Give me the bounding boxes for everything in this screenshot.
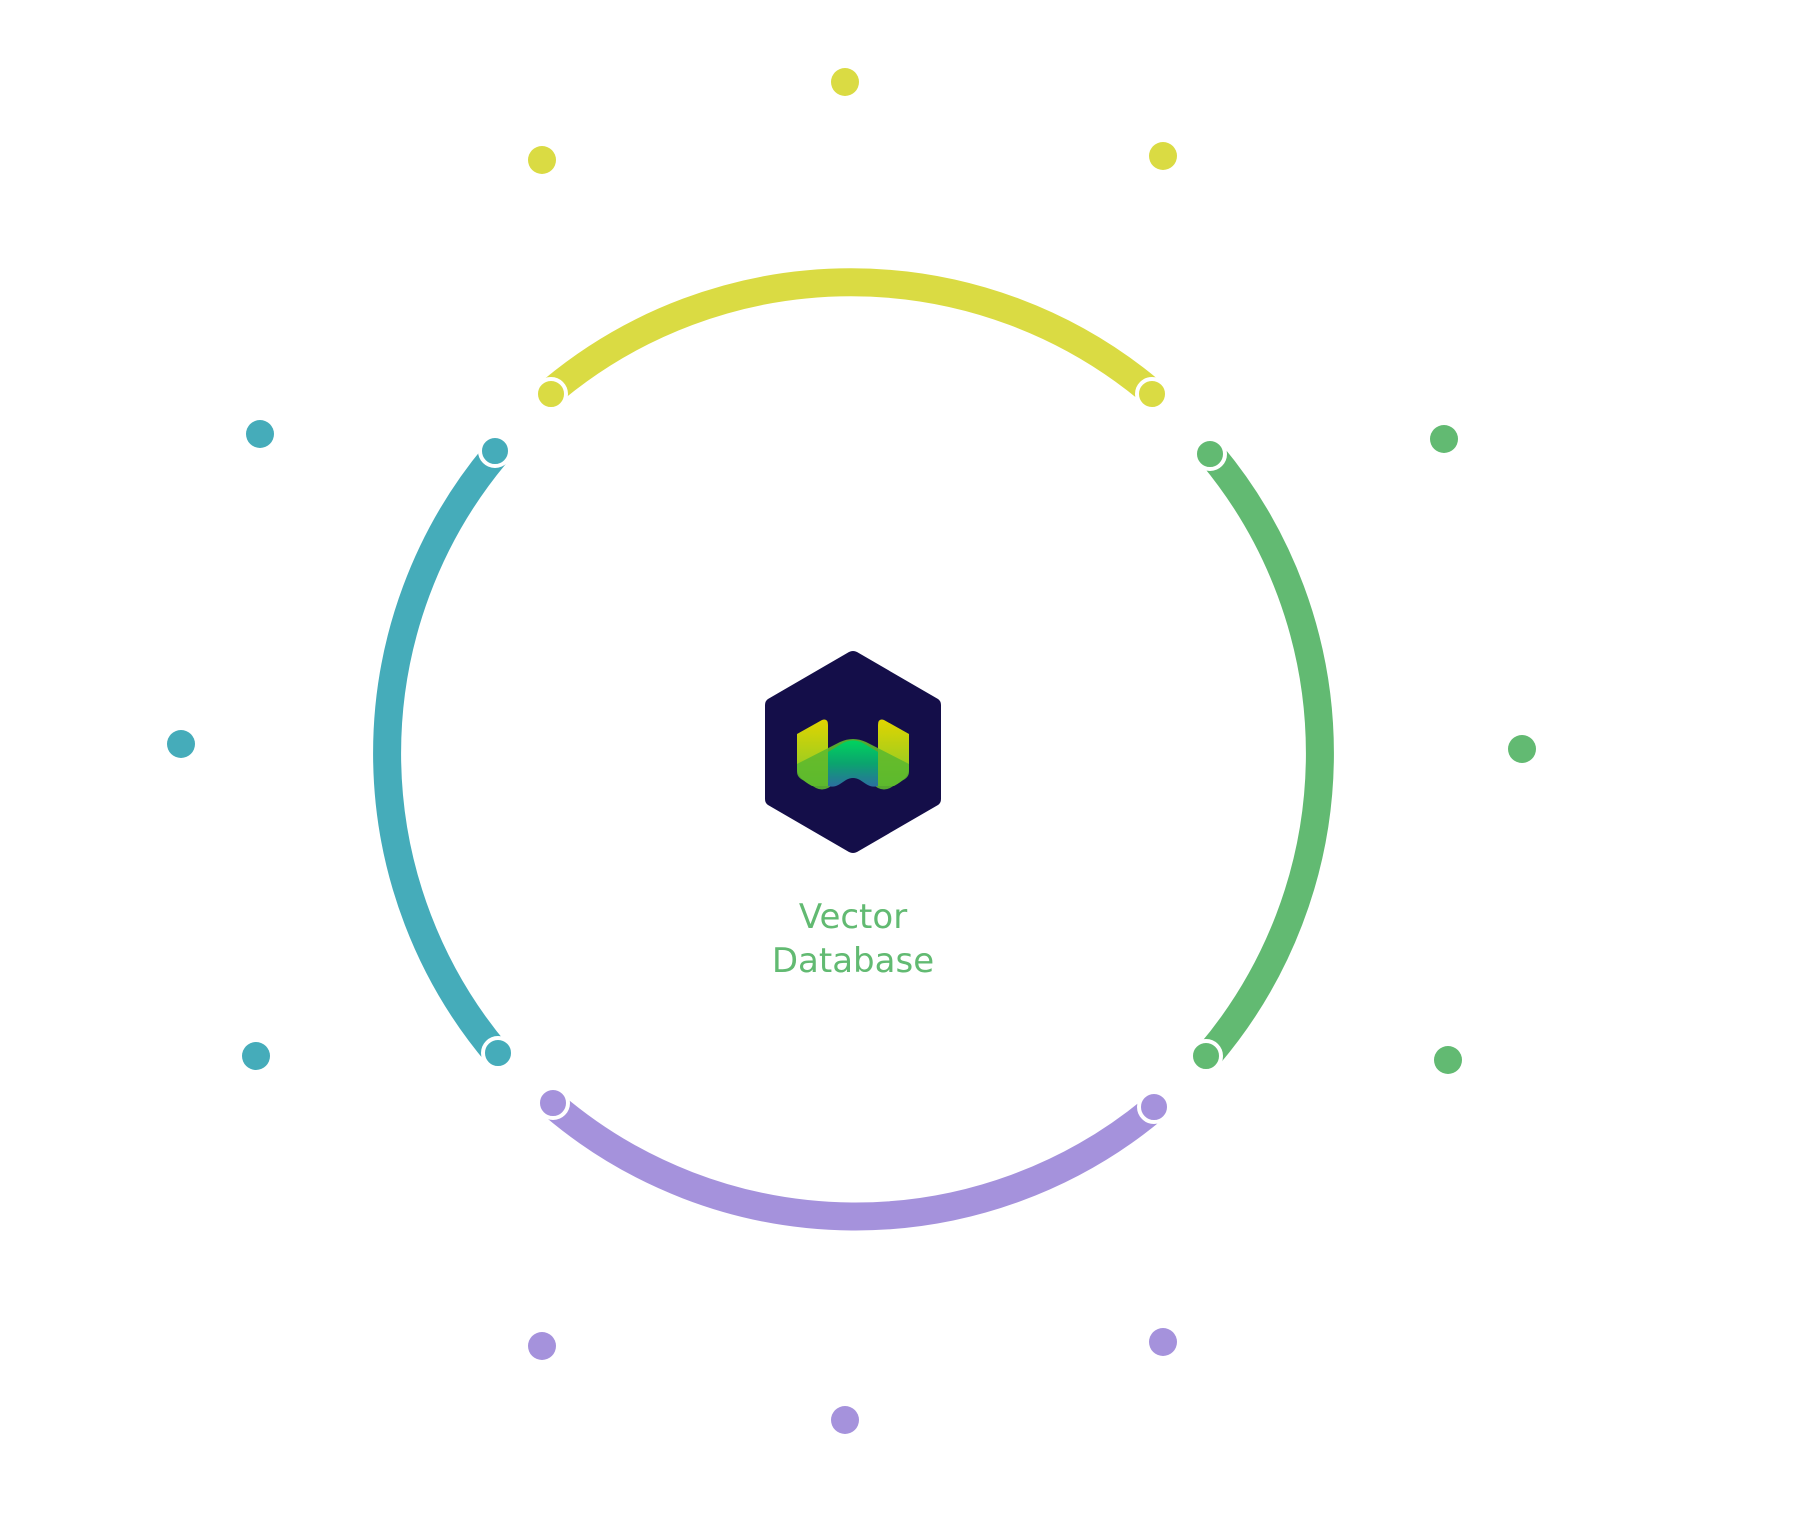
dot-top-center: [831, 68, 859, 96]
endpoint-right-end: [1189, 1039, 1223, 1073]
dot-bottom-right: [1149, 1328, 1177, 1356]
arc-bottom: [543, 1094, 1161, 1231]
arc-right: [1198, 446, 1334, 1065]
center-label-line1: Vector: [799, 897, 907, 937]
endpoint-left-end: [478, 434, 512, 468]
endpoint-bottom-start: [1137, 1090, 1171, 1124]
dot-bottom-center: [831, 1406, 859, 1434]
dot-right-top: [1430, 425, 1458, 453]
dot-top-right: [1149, 142, 1177, 170]
endpoint-top-start: [534, 377, 568, 411]
dot-left-top: [246, 420, 274, 448]
satellite-dots: [167, 68, 1536, 1434]
logo-middle-chevron: [828, 740, 878, 787]
endpoint-right-start: [1193, 437, 1227, 471]
dot-right-middle: [1508, 735, 1536, 763]
endpoint-left-start: [481, 1036, 515, 1070]
arc-endpoints: [478, 377, 1227, 1124]
ring: [373, 268, 1334, 1231]
dot-right-bottom: [1434, 1046, 1462, 1074]
dot-left-middle: [167, 730, 195, 758]
endpoint-top-end: [1135, 377, 1169, 411]
dot-bottom-left: [528, 1332, 556, 1360]
center-label-line2: Database: [772, 941, 934, 981]
endpoint-bottom-end: [536, 1086, 570, 1120]
arc-left: [373, 446, 509, 1065]
dot-top-left: [528, 146, 556, 174]
dot-left-bottom: [242, 1042, 270, 1070]
arc-top: [544, 268, 1158, 401]
weaviate-logo-icon: [765, 651, 941, 853]
